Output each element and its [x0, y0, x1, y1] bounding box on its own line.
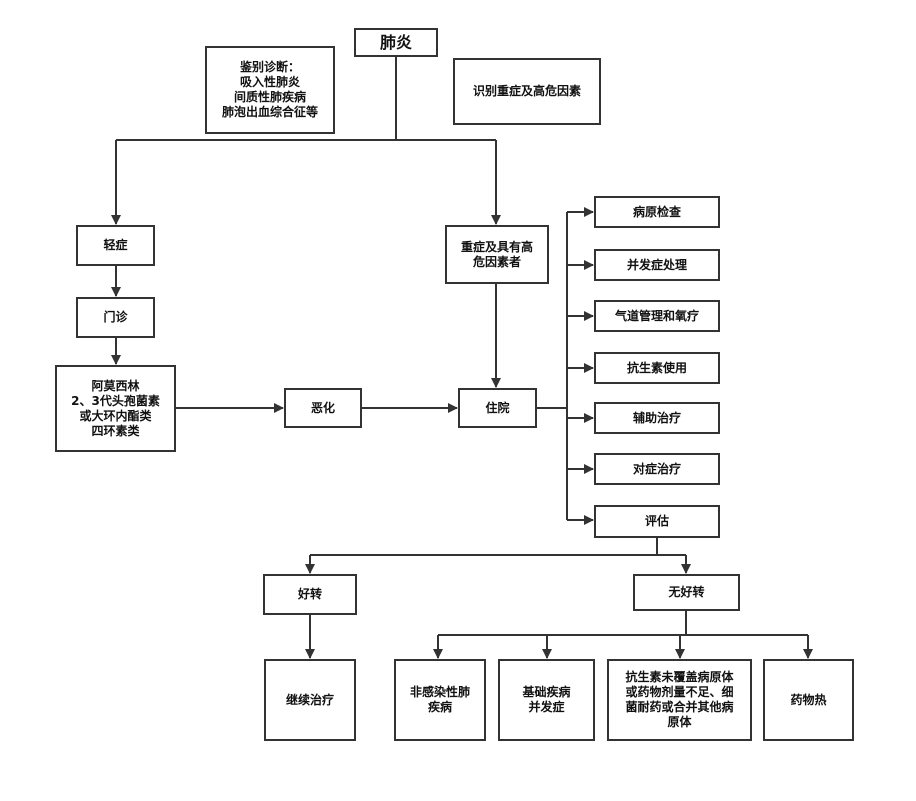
node-drug-fever: 药物热	[763, 659, 854, 741]
node-antibiotic-coverage: 抗生素未覆盖病原体 或药物剂量不足、细 菌耐药或合并其他病 原体	[607, 659, 752, 741]
node-continue-treatment-label: 继续治疗	[285, 692, 334, 707]
node-drug-fever-label: 药物热	[790, 692, 827, 707]
node-airway-oxygen: 气道管理和氧疗	[594, 300, 720, 332]
node-differential-diagnosis-label: 鉴别诊断： 吸入性肺炎 间质性肺疾病 肺泡出血综合征等	[221, 60, 318, 119]
node-adjuvant: 辅助治疗	[594, 402, 720, 434]
node-mild-label: 轻症	[103, 238, 128, 252]
node-improved-label: 好转	[297, 587, 322, 601]
node-differential-diagnosis: 鉴别诊断： 吸入性肺炎 间质性肺疾病 肺泡出血综合征等	[205, 46, 335, 134]
node-worsen-label: 恶化	[310, 400, 335, 415]
node-complication: 并发症处理	[594, 249, 720, 281]
node-antibiotic-coverage-label: 抗生素未覆盖病原体 或药物剂量不足、细 菌耐药或合并其他病 原体	[625, 670, 734, 729]
node-worsen: 恶化	[284, 388, 362, 428]
node-pathogen-test-label: 病原检查	[632, 204, 681, 219]
node-hospital: 住院	[458, 388, 537, 428]
node-outpatient-label: 门诊	[103, 310, 128, 324]
node-underlying-disease: 基础疾病 并发症	[498, 659, 595, 741]
node-complication-label: 并发症处理	[626, 257, 687, 272]
node-symptomatic: 对症治疗	[594, 453, 720, 485]
node-continue-treatment: 继续治疗	[264, 659, 356, 741]
node-identify-risk-label: 识别重症及高危因素	[472, 84, 581, 98]
node-not-improved-label: 无好转	[668, 585, 705, 599]
node-symptomatic-label: 对症治疗	[632, 461, 681, 476]
node-evaluate: 评估	[594, 505, 720, 538]
node-hospital-label: 住院	[485, 400, 510, 415]
node-airway-oxygen-label: 气道管理和氧疗	[614, 308, 699, 323]
node-pneumonia-label: 肺炎	[379, 33, 412, 52]
node-identify-risk: 识别重症及高危因素	[453, 58, 601, 125]
node-drugs: 阿莫西林 2、3代头孢菌素 或大环内酯类 四环素类	[55, 365, 176, 452]
node-noninfectious-label: 非感染性肺 疾病	[409, 685, 470, 714]
node-adjuvant-label: 辅助治疗	[632, 410, 681, 425]
node-underlying-disease-label: 基础疾病 并发症	[522, 685, 571, 714]
node-improved: 好转	[263, 574, 357, 615]
node-antibiotic: 抗生素使用	[594, 352, 720, 384]
node-mild: 轻症	[76, 225, 155, 266]
node-outpatient: 门诊	[76, 297, 155, 338]
node-severe: 重症及具有高 危因素者	[445, 225, 549, 284]
node-evaluate-label: 评估	[644, 514, 669, 528]
node-severe-label: 重症及具有高 危因素者	[460, 239, 533, 269]
node-not-improved: 无好转	[633, 574, 740, 611]
node-antibiotic-label: 抗生素使用	[626, 360, 687, 375]
node-pathogen-test: 病原检查	[594, 196, 720, 228]
node-drugs-label: 阿莫西林 2、3代头孢菌素 或大环内酯类 四环素类	[71, 378, 160, 438]
node-pneumonia: 肺炎	[354, 28, 438, 57]
node-noninfectious: 非感染性肺 疾病	[394, 659, 486, 741]
